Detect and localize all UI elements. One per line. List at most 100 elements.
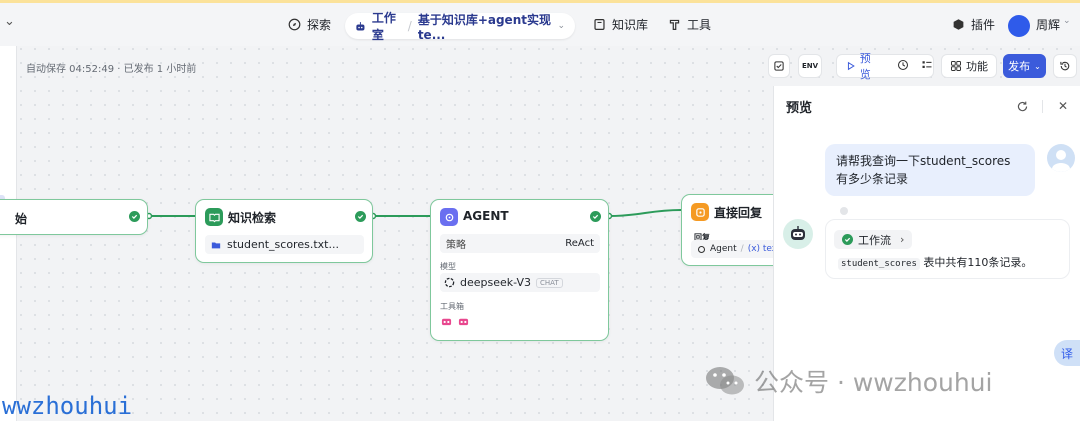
reply-icon (691, 203, 709, 221)
preview-group: 预览 (836, 52, 934, 81)
book-icon (594, 19, 605, 30)
project-name[interactable]: 基于知识库+agent实现te... (417, 12, 551, 42)
tool-icon-query (458, 316, 469, 330)
node-answer-title: 直接回复 (714, 206, 763, 220)
chevron-right-icon: › (900, 233, 905, 246)
edge-agent-answer (608, 209, 682, 217)
typing-indicator (840, 207, 848, 215)
node-start-title: 始 (15, 212, 28, 226)
features-button[interactable]: 功能 (941, 54, 997, 78)
translate-label: 译 (1060, 346, 1073, 361)
checklist-icon (774, 61, 784, 71)
agent-small-icon (697, 245, 706, 253)
watermark-center: 公众号 · wwzhouhui (704, 363, 992, 399)
model-provider-icon (444, 277, 455, 288)
agent-icon (440, 208, 458, 226)
check-circle-icon (590, 211, 601, 222)
node-agent-title: AGENT (463, 209, 509, 223)
bot-answer: student_scores 表中共有110条记录。 (838, 254, 1032, 270)
check-circle-icon (842, 234, 853, 245)
node-knowledge-title: 知识检索 (228, 211, 277, 225)
wrench-icon (669, 19, 680, 30)
menu-chevron-icon[interactable]: ⌄ (4, 14, 15, 29)
chevron-down-icon[interactable]: ⌄ (557, 21, 565, 31)
bot-message-bubble: 工作流 › student_scores 表中共有110条记录。 (825, 219, 1070, 279)
chevron-down-icon: ⌄ (1034, 61, 1041, 71)
reply-ref-separator: / (740, 244, 744, 254)
answer-text: 表中共有110条记录。 (923, 256, 1033, 269)
compass-icon (288, 18, 301, 31)
close-icon[interactable]: ✕ (1058, 99, 1069, 113)
history-run-icon[interactable] (897, 59, 909, 74)
grid-icon (951, 61, 961, 71)
knowledge-file-name: student_scores.txt... (227, 238, 339, 251)
nav-knowledge-label: 知识库 (612, 18, 649, 32)
preview-button[interactable]: 预览 (859, 52, 871, 81)
avatar[interactable] (1008, 15, 1030, 37)
model-label: 模型 (440, 262, 456, 271)
translate-button[interactable]: 译 (1054, 340, 1080, 366)
strategy-value: ReAct (565, 238, 594, 249)
reply-ref-variable: (x) text (747, 244, 781, 254)
refresh-icon[interactable] (1016, 100, 1029, 116)
wechat-icon (706, 367, 744, 395)
check-circle-icon (355, 211, 366, 222)
knowledge-file-chip: student_scores.txt... (205, 235, 364, 254)
user-menu-chevron-icon[interactable]: ⌄ (1063, 16, 1071, 26)
watermark-center-text: 公众号 · wwzhouhui (754, 368, 993, 397)
strategy-label: 策略 (446, 240, 466, 251)
workflow-chip-label: 工作流 (858, 233, 891, 247)
nav-explore-label: 探索 (307, 18, 332, 32)
autosave-status: 自动保存 04:52:49 · 已发布 1 小时前 (26, 64, 197, 75)
reply-variable-chip: Agent / (x) text (691, 240, 791, 258)
header-divider (1042, 100, 1043, 113)
node-knowledge-retrieval[interactable]: 知识检索 student_scores.txt... (195, 199, 373, 263)
nav-plugins[interactable]: 插件 (952, 16, 995, 33)
node-start[interactable]: 始 (0, 199, 148, 235)
model-tag: CHAT (535, 277, 563, 288)
version-history-button[interactable] (1053, 54, 1077, 78)
nav-explore[interactable]: 探索 (288, 16, 331, 33)
nav-knowledge[interactable]: 知识库 (593, 16, 648, 33)
user-name[interactable]: 周辉 (1036, 18, 1061, 32)
publish-label: 发布 (1008, 60, 1031, 73)
bot-avatar-icon (783, 219, 813, 249)
agent-strategy-row: 策略 ReAct (440, 234, 600, 253)
features-label: 功能 (966, 60, 988, 73)
preview-panel: 预览 ✕ 请帮我查询一下student_scores 有多少条记录 工作流 › … (773, 86, 1080, 421)
env-label: ENV (801, 62, 819, 70)
check-circle-icon (129, 211, 140, 222)
cube-icon (953, 19, 964, 30)
preview-title: 预览 (786, 101, 813, 116)
model-name: deepseek-V3 (460, 276, 531, 289)
publish-button[interactable]: 发布 ⌄ (1003, 54, 1046, 78)
history-icon (1060, 61, 1070, 71)
toolbox-label: 工具箱 (440, 302, 464, 311)
variables-icon[interactable] (921, 59, 933, 74)
breadcrumb-separator: / (407, 19, 412, 33)
book-open-icon (205, 208, 223, 226)
nav-studio[interactable]: 工作室 / 基于知识库+agent实现te... ⌄ (345, 11, 575, 42)
reply-label: 回复 (694, 233, 710, 242)
play-icon (847, 61, 855, 71)
tool-icon-database (441, 316, 452, 330)
nav-tools-label: 工具 (687, 18, 712, 32)
user-message-bubble: 请帮我查询一下student_scores 有多少条记录 (825, 144, 1035, 196)
node-agent[interactable]: AGENT 策略 ReAct 模型 deepseek-V3 CHAT 工具箱 (430, 199, 609, 341)
agent-model-row: deepseek-V3 CHAT (440, 273, 600, 292)
folder-icon (211, 242, 221, 248)
nav-plugins-label: 插件 (971, 18, 996, 32)
user-message-text: 请帮我查询一下student_scores 有多少条记录 (836, 154, 1011, 186)
answer-code: student_scores (838, 258, 920, 270)
user-avatar-icon (1047, 144, 1075, 172)
env-button[interactable]: ENV (798, 54, 822, 78)
nav-tools[interactable]: 工具 (668, 16, 711, 33)
nav-studio-label: 工作室 (371, 11, 396, 42)
checklist-button[interactable] (768, 54, 790, 78)
robot-icon (356, 21, 365, 31)
top-bar: ⌄ 探索 工作室 / 基于知识库+agent实现te... ⌄ 知识库 工具 插… (0, 0, 1080, 46)
watermark-left: wwzhouhui (2, 392, 133, 420)
reply-ref-agent: Agent (710, 244, 737, 254)
workflow-chip[interactable]: 工作流 › (834, 230, 913, 249)
